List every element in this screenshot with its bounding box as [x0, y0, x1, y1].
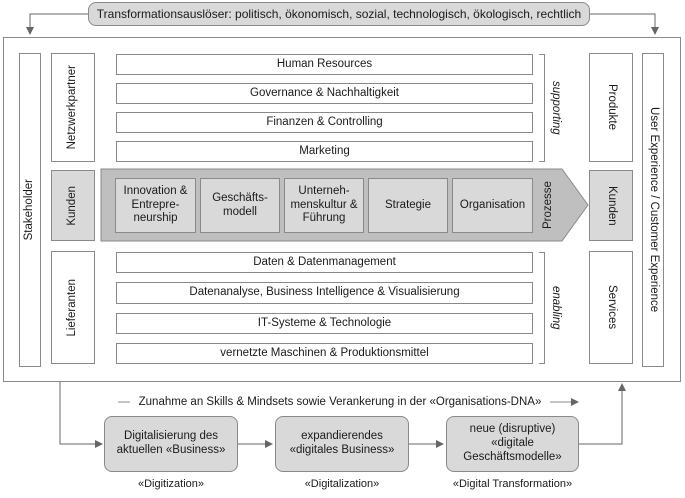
banner-left-arrow — [26, 10, 95, 35]
kunden-left-label: Kunden — [66, 185, 79, 226]
process-step: Strategie — [368, 178, 448, 233]
stage-caption: «Digitalization» — [304, 478, 380, 490]
kunden-right-label: Kunden — [605, 185, 618, 226]
process-step: Geschäfts-modell — [200, 178, 280, 233]
stage-box: Digitalisierung des aktuellen «Business» — [104, 416, 238, 472]
ux-label: User Experience / Customer Experience — [647, 107, 660, 313]
process-step-label: Innovation & Entrepre-neurship — [123, 184, 188, 225]
enabling-item: IT-Systeme & Technologie — [116, 313, 533, 334]
supporting-item: Governance & Nachhaltigkeit — [116, 83, 533, 104]
transformation-triggers-banner: Transformationsauslöser: politisch, ökon… — [88, 2, 590, 26]
lieferanten-label: Lieferanten — [66, 278, 79, 337]
enabling-item: vernetzte Maschinen & Produktionsmittel — [116, 343, 533, 364]
supporting-bracket — [539, 54, 545, 162]
supporting-label: supporting — [550, 81, 562, 135]
transformation-triggers-text: Transformationsauslöser: politisch, ökon… — [96, 6, 582, 21]
produkte-box: Produkte — [589, 53, 633, 162]
process-step: Organisation — [452, 178, 533, 233]
supporting-item: Finanzen & Controlling — [116, 112, 533, 133]
supporting-item: Human Resources — [116, 54, 533, 75]
enabling-item: Daten & Datenmanagement — [116, 252, 533, 273]
produkte-label: Produkte — [605, 84, 618, 131]
netzwerkpartner-label: Netzwerkpartner — [66, 65, 79, 150]
skills-line-text: Zunahme an Skills & Mindsets sowie Veran… — [130, 394, 550, 410]
stage-text: expandierendes «digitales Business» — [289, 430, 395, 456]
enabling-label: enabling — [550, 286, 562, 330]
prozesse-label: Prozesse — [542, 181, 554, 229]
services-box: Services — [589, 251, 633, 364]
stage-caption: «Digital Transformation» — [452, 478, 573, 490]
process-step-label: Strategie — [384, 198, 432, 211]
stakeholder-label: Stakeholder — [23, 179, 36, 241]
enabling-item: Datenanalyse, Business Intelligence & Vi… — [116, 282, 533, 304]
process-step: Innovation & Entrepre-neurship — [115, 178, 196, 233]
enabling-item-label: Datenanalyse, Business Intelligence & Vi… — [189, 286, 460, 299]
stage-box: neue (disruptive) «digitale Geschäftsmod… — [446, 416, 579, 472]
process-step: Unterneh-menskultur & Führung — [284, 178, 364, 233]
banner-right-arrow — [583, 10, 659, 35]
supporting-item-label: Human Resources — [276, 57, 373, 70]
enabling-bracket — [539, 252, 545, 364]
netzwerkpartner-box: Netzwerkpartner — [51, 53, 95, 162]
services-label: Services — [605, 285, 618, 330]
kunden-left-box: Kunden — [51, 170, 95, 241]
stage-caption: «Digitization» — [137, 478, 205, 490]
process-step-label: Geschäfts-modell — [212, 191, 268, 218]
process-step-label: Organisation — [459, 198, 526, 211]
stage-box: expandierendes «digitales Business» — [275, 416, 409, 472]
ux-box: User Experience / Customer Experience — [642, 53, 664, 367]
lieferanten-box: Lieferanten — [51, 251, 95, 364]
supporting-item-label: Governance & Nachhaltigkeit — [250, 86, 399, 99]
flow-in-arrow — [59, 382, 103, 448]
supporting-item-label: Marketing — [299, 144, 350, 157]
stage-text: neue (disruptive) «digitale Geschäftsmod… — [463, 423, 562, 463]
process-step-label: Unterneh-menskultur & Führung — [290, 184, 358, 225]
enabling-item-label: Daten & Datenmanagement — [253, 255, 396, 268]
kunden-right-box: Kunden — [589, 170, 633, 241]
stakeholder-box: Stakeholder — [19, 53, 41, 367]
stage-text: Digitalisierung des aktuellen «Business» — [116, 430, 226, 456]
enabling-item-label: vernetzte Maschinen & Produktionsmittel — [220, 346, 429, 359]
enabling-item-label: IT-Systeme & Technologie — [257, 316, 392, 329]
supporting-item-label: Finanzen & Controlling — [266, 115, 383, 128]
supporting-item: Marketing — [116, 141, 533, 162]
flow-out-arrow — [579, 383, 626, 445]
